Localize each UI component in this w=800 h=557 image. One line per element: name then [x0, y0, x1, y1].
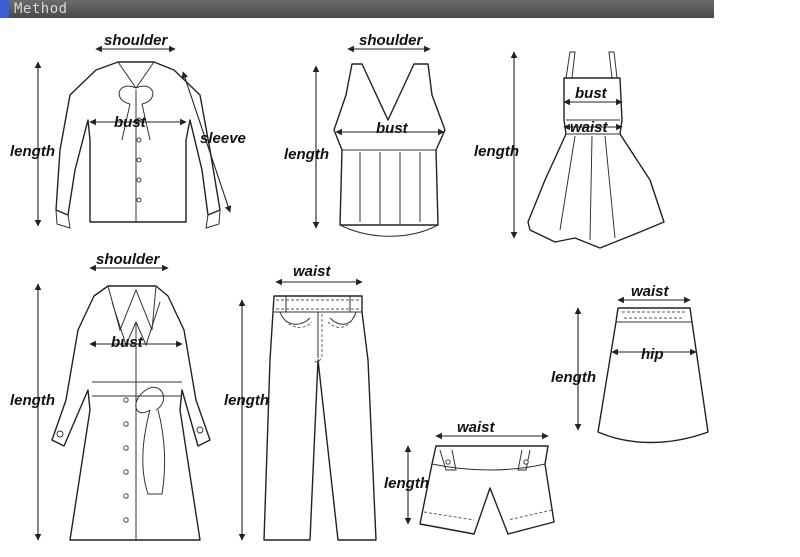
- coat-figure: [34, 264, 211, 541]
- coat-length-label: length: [10, 392, 55, 409]
- pants-figure: [238, 278, 377, 541]
- dress-figure: [510, 51, 665, 249]
- skirt-figure: [574, 296, 709, 444]
- pants-waist-label: waist: [293, 263, 332, 280]
- skirt-length-label: length: [551, 369, 596, 386]
- tank-shoulder-label: shoulder: [359, 32, 424, 49]
- blouse-length-label: length: [10, 143, 55, 160]
- pants-length-label: length: [224, 392, 269, 409]
- shorts-waist-label: waist: [457, 419, 496, 436]
- shorts-figure: [404, 432, 555, 535]
- header-accent: [0, 0, 9, 18]
- dress-length-label: length: [474, 143, 519, 160]
- tank-bust-label: bust: [376, 120, 409, 137]
- tank-length-label: length: [284, 146, 329, 163]
- skirt-hip-label: hip: [641, 346, 664, 363]
- dress-waist-label: waist: [570, 119, 609, 136]
- blouse-bust-label: bust: [114, 114, 147, 131]
- coat-bust-label: bust: [111, 334, 144, 351]
- blouse-shoulder-label: shoulder: [104, 32, 169, 49]
- header-bar: Method: [0, 0, 714, 18]
- coat-shoulder-label: shoulder: [96, 251, 161, 268]
- blouse-figure: [34, 45, 232, 229]
- blouse-sleeve-label: sleeve: [200, 130, 246, 147]
- shorts-length-label: length: [384, 475, 429, 492]
- tank-figure: [312, 45, 446, 237]
- header-title: Method: [14, 1, 68, 17]
- dress-bust-label: bust: [575, 85, 608, 102]
- skirt-waist-label: waist: [631, 283, 670, 300]
